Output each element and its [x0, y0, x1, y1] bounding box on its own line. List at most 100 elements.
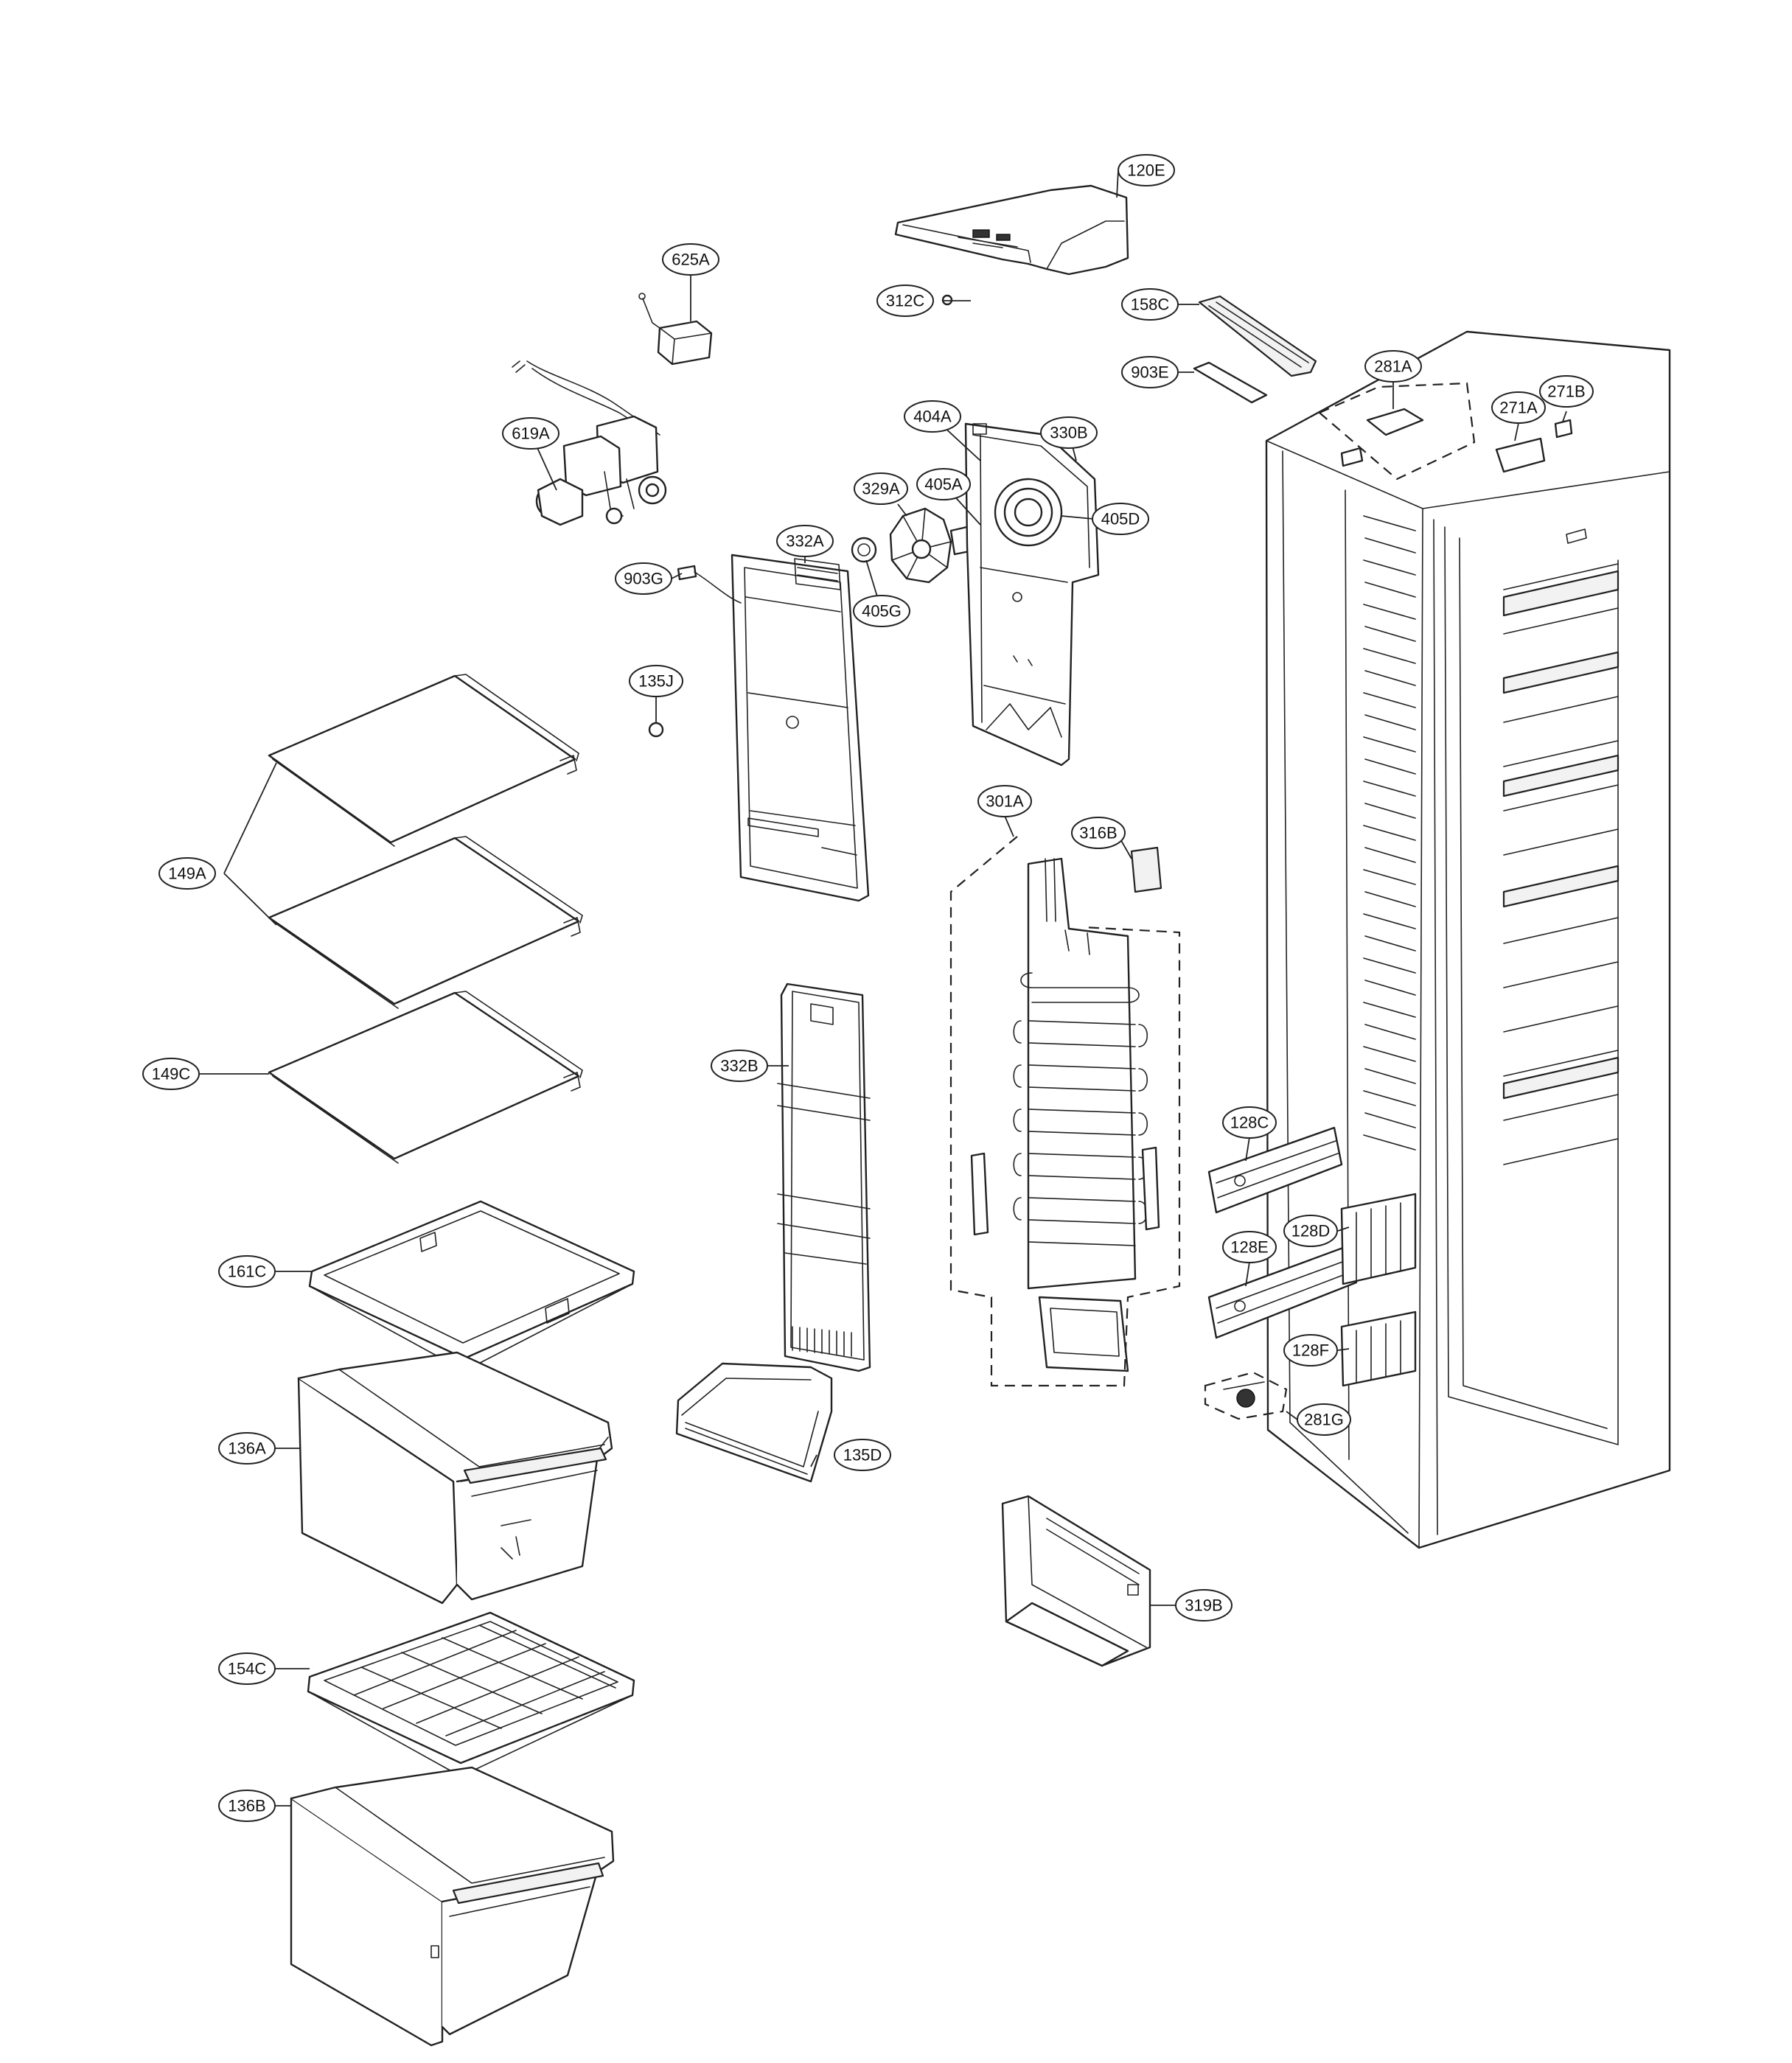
callout-404A: 404A: [904, 400, 961, 433]
part-903E-strip: [1193, 361, 1268, 404]
svg-text:128F: 128F: [1292, 1341, 1329, 1360]
part-154C-grid-cover: [307, 1611, 635, 1777]
svg-text:158C: 158C: [1131, 296, 1170, 314]
callout-128D: 128D: [1283, 1215, 1338, 1247]
callout-903G: 903G: [615, 562, 672, 595]
callout-161C: 161C: [218, 1255, 276, 1288]
part-161C-crisper-cover: [308, 1200, 635, 1372]
svg-text:128E: 128E: [1230, 1238, 1268, 1257]
part-149C-shelf-lower: [268, 991, 583, 1164]
part-330B-shroud: [964, 422, 1100, 767]
part-312C-screw: [941, 294, 953, 306]
part-120E-duct-cover: [894, 184, 1129, 276]
svg-text:120E: 120E: [1127, 161, 1165, 180]
svg-text:271B: 271B: [1547, 383, 1585, 401]
part-405G-round: [851, 537, 877, 563]
svg-text:149A: 149A: [168, 865, 206, 883]
callout-332B: 332B: [711, 1050, 768, 1082]
part-128D-bracket: [1340, 1193, 1417, 1285]
part-136B-drawer: [290, 1766, 615, 2047]
callout-329A: 329A: [854, 472, 908, 505]
svg-text:903E: 903E: [1131, 363, 1168, 382]
callout-903E: 903E: [1121, 356, 1179, 388]
callout-135D: 135D: [834, 1439, 891, 1471]
part-319B-cover: [1001, 1495, 1151, 1667]
svg-text:271A: 271A: [1499, 399, 1538, 417]
callout-281A: 281A: [1364, 350, 1422, 383]
svg-text:135D: 135D: [843, 1446, 882, 1465]
svg-text:619A: 619A: [512, 425, 550, 443]
svg-text:149C: 149C: [152, 1065, 191, 1083]
callout-405G: 405G: [853, 595, 910, 627]
svg-text:128D: 128D: [1291, 1222, 1331, 1240]
drawer-136B-handle: [452, 1862, 604, 1905]
svg-text:329A: 329A: [862, 480, 900, 498]
svg-text:301A: 301A: [986, 792, 1024, 811]
callout-330B: 330B: [1040, 416, 1098, 449]
svg-text:281G: 281G: [1304, 1411, 1344, 1429]
part-332A-frame: [731, 554, 870, 902]
part-903G-sensor: [677, 565, 742, 604]
svg-text:319B: 319B: [1185, 1596, 1222, 1615]
callout-405D: 405D: [1092, 503, 1149, 535]
part-128C-rail: [1207, 1126, 1343, 1214]
callout-271B: 271B: [1539, 375, 1594, 408]
part-135D-cover: [675, 1362, 833, 1483]
callout-301A: 301A: [977, 785, 1032, 817]
cabinet-left-rails: [1363, 515, 1416, 1151]
callout-332A: 332A: [776, 525, 834, 557]
svg-text:128C: 128C: [1230, 1114, 1269, 1132]
evaporator-coil-rows: [1013, 1020, 1148, 1246]
svg-text:625A: 625A: [672, 251, 710, 269]
part-128E-rail: [1207, 1244, 1358, 1339]
svg-text:332B: 332B: [720, 1057, 758, 1075]
svg-text:330B: 330B: [1050, 424, 1087, 442]
svg-text:312C: 312C: [886, 292, 925, 310]
svg-text:903G: 903G: [624, 570, 663, 588]
part-158C-bar: [1198, 295, 1317, 377]
callout-154C: 154C: [218, 1652, 276, 1685]
svg-text:404A: 404A: [913, 408, 952, 426]
svg-text:281A: 281A: [1374, 357, 1412, 376]
callout-128C: 128C: [1222, 1106, 1277, 1139]
callout-149C: 149C: [142, 1058, 200, 1090]
callout-136B: 136B: [218, 1790, 276, 1822]
part-149A-shelf-upper: [268, 674, 579, 847]
part-625A-module: [638, 293, 713, 366]
callout-316B: 316B: [1071, 817, 1126, 849]
callout-128E: 128E: [1222, 1231, 1277, 1263]
callout-135J: 135J: [629, 665, 683, 697]
callout-128F: 128F: [1283, 1334, 1338, 1366]
part-136A-drawer: [297, 1351, 613, 1605]
svg-text:136A: 136A: [228, 1439, 266, 1458]
svg-text:136B: 136B: [228, 1797, 265, 1815]
callout-158C: 158C: [1121, 288, 1179, 321]
callout-312C: 312C: [876, 285, 934, 317]
part-135J-knob: [648, 722, 664, 738]
callout-625A: 625A: [662, 243, 719, 276]
part-316B-sensor: [1130, 846, 1162, 893]
part-281G-hinge: [1204, 1371, 1288, 1420]
callout-271A: 271A: [1491, 391, 1546, 424]
panel-332B-vents: [792, 1326, 852, 1357]
part-128F-bracket: [1340, 1310, 1417, 1387]
svg-text:316B: 316B: [1079, 824, 1117, 842]
svg-text:161C: 161C: [228, 1263, 267, 1281]
part-619A-water-valve: [512, 360, 667, 526]
callout-405A: 405A: [916, 468, 971, 500]
callout-619A: 619A: [502, 417, 559, 450]
callout-319B: 319B: [1175, 1589, 1233, 1622]
part-301A-evaporator-outline: [949, 836, 1181, 1387]
part-332B-panel: [777, 982, 871, 1372]
svg-text:135J: 135J: [638, 672, 674, 691]
svg-text:405D: 405D: [1101, 510, 1140, 528]
drawer-136A-handle: [463, 1447, 607, 1484]
part-301A-evaporator: [970, 857, 1160, 1372]
svg-text:405A: 405A: [924, 475, 963, 494]
callout-149A: 149A: [158, 857, 216, 890]
svg-text:332A: 332A: [786, 532, 824, 551]
cabinet-right-rails: [1502, 563, 1620, 1165]
svg-text:405G: 405G: [862, 602, 902, 621]
